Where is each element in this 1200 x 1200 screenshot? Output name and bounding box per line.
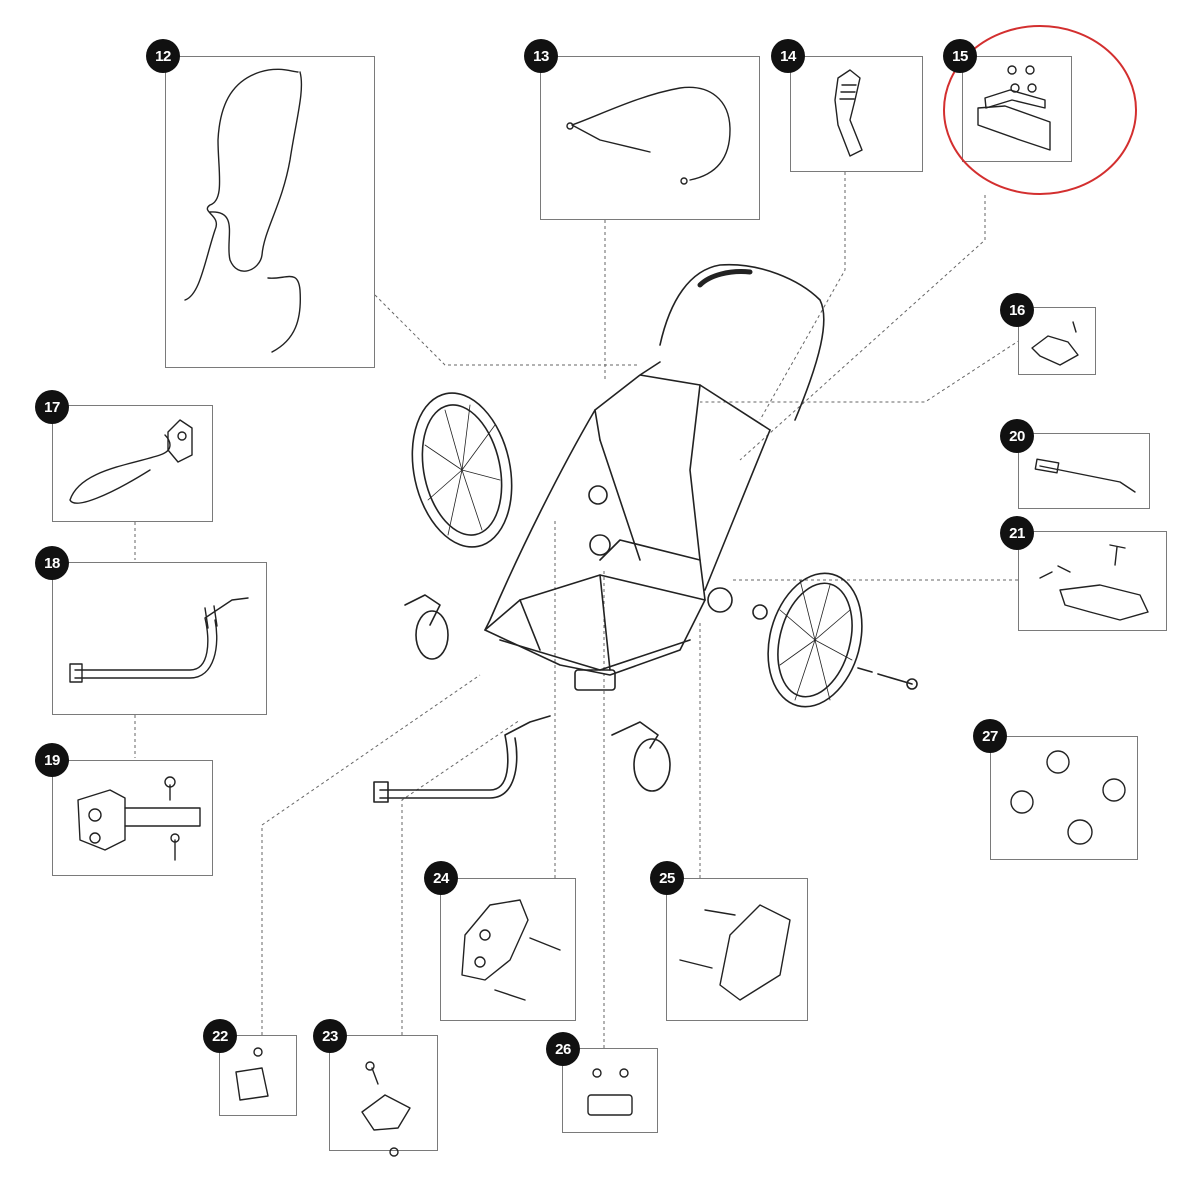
badge-14: 14 (771, 39, 805, 73)
frame-top (594, 361, 771, 441)
frame-right-rail (704, 429, 771, 591)
leader-15 (739, 195, 986, 461)
frame-left-rail (484, 409, 596, 631)
part-box-13 (540, 56, 760, 220)
leader-22 (261, 674, 481, 1035)
part-box-26 (562, 1048, 658, 1133)
part-15-plate (977, 105, 1051, 151)
badge-17: 17 (35, 390, 69, 424)
part-box-12 (165, 56, 375, 368)
part-19-coupler (77, 789, 126, 851)
leader-14 (759, 172, 846, 421)
part-27-cap-d (1067, 819, 1093, 845)
part-box-15 (962, 56, 1072, 162)
badge-26: 26 (546, 1032, 580, 1066)
part-26-pad (587, 1094, 633, 1116)
part-13-cable (571, 86, 731, 181)
front-wheel-right (611, 721, 659, 749)
part-box-23 (329, 1035, 438, 1151)
part-16-clip (1031, 335, 1079, 366)
part-27-cap-c (1010, 790, 1034, 814)
part-23-bracket (361, 1094, 411, 1131)
front-wheel-left (404, 594, 441, 626)
badge-13: 13 (524, 39, 558, 73)
part-14-strap (834, 69, 863, 157)
badge-18: 18 (35, 546, 69, 580)
badge-25: 25 (650, 861, 684, 895)
part-20-rod (1039, 465, 1136, 493)
part-27-cap-b (1102, 778, 1126, 802)
frame-handlebar (659, 263, 825, 421)
badge-22: 22 (203, 1019, 237, 1053)
part-27-cap-a (1046, 750, 1070, 774)
part-24-plate (461, 899, 529, 981)
leader-12 (374, 294, 640, 366)
leader-16 (700, 339, 1021, 403)
part-box-20 (1018, 433, 1150, 509)
stroller-frame (373, 263, 918, 803)
part-22-reflector (235, 1067, 269, 1101)
left-rear-wheel (411, 392, 513, 548)
badge-20: 20 (1000, 419, 1034, 453)
badge-16: 16 (1000, 293, 1034, 327)
leader-23 (401, 719, 521, 1035)
center-tow-arm (379, 715, 551, 799)
part-box-18 (52, 562, 267, 715)
badge-19: 19 (35, 743, 69, 777)
part-17-cord (69, 434, 171, 504)
part-21-lever (1059, 584, 1149, 621)
part-box-27 (990, 736, 1138, 860)
badge-27: 27 (973, 719, 1007, 753)
part-18-arm (74, 597, 249, 679)
badge-12: 12 (146, 39, 180, 73)
frame-basket (484, 574, 706, 676)
badge-23: 23 (313, 1019, 347, 1053)
badge-15: 15 (943, 39, 977, 73)
highlight-ellipse (943, 25, 1137, 195)
badge-24: 24 (424, 861, 458, 895)
badge-21: 21 (1000, 516, 1034, 550)
part-12-wire (184, 68, 303, 353)
part-25-plate (719, 904, 791, 1001)
right-rear-wheel (767, 572, 863, 708)
